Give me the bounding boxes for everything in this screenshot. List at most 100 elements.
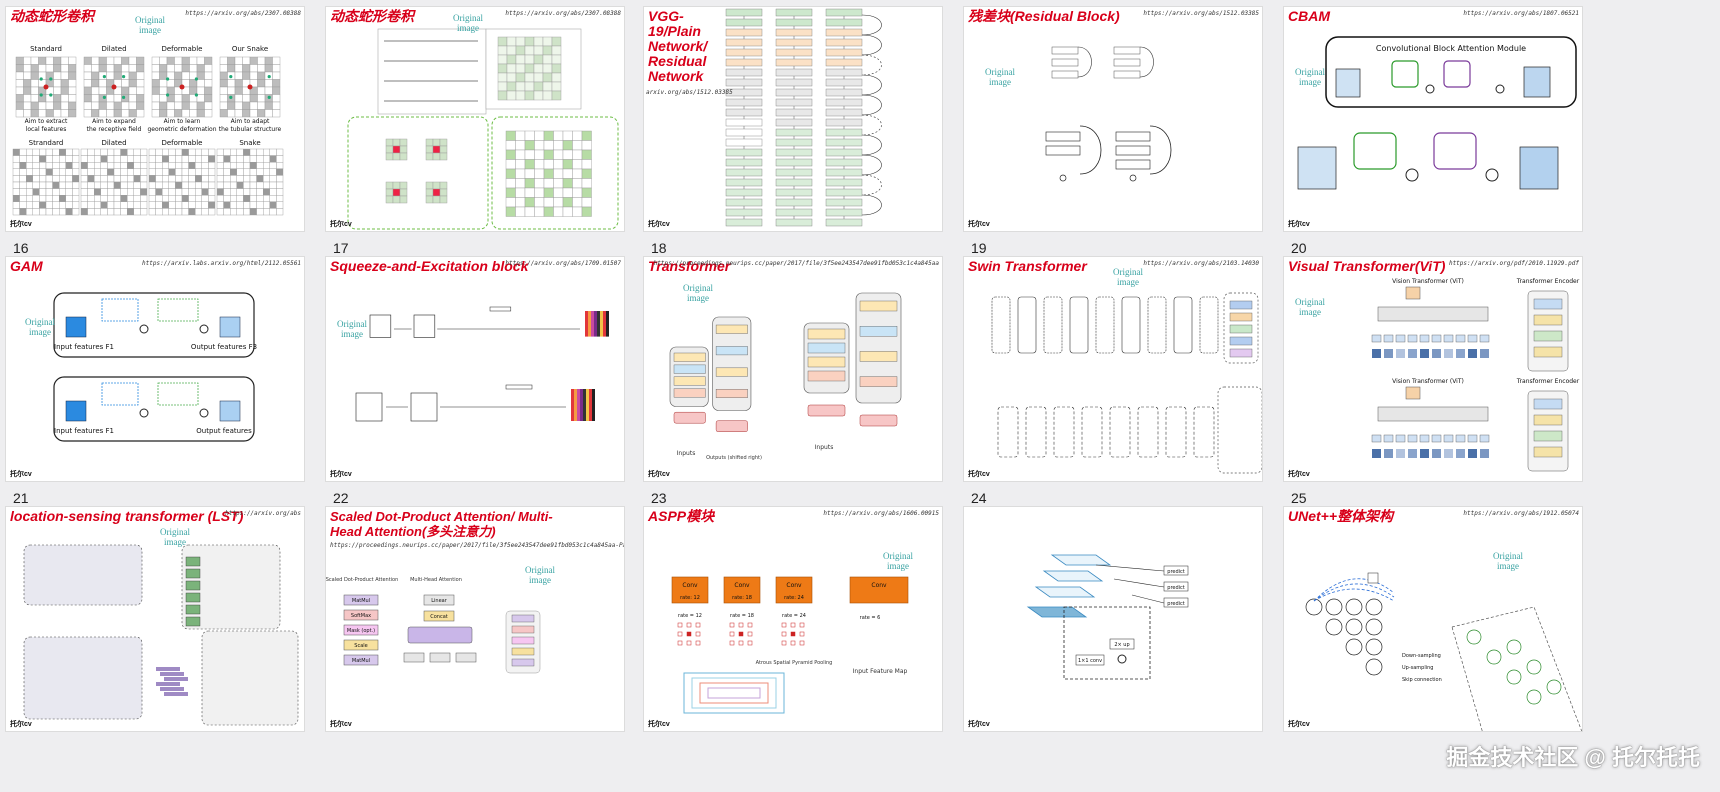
paper-link: https://arxiv.org/abs/1807.06521 (1463, 10, 1579, 17)
paper-link: https://arxiv.labs.arxiv.org/html/2112.0… (142, 260, 301, 267)
slide-title: Visual Transformer(ViT) (1288, 258, 1446, 274)
author-logo: 托尔cv (10, 471, 32, 478)
paper-link: https://arxiv.org/abs/1512.03385 (1143, 10, 1259, 17)
slide-thumbnail[interactable]: location-sensing transformer (LST)https:… (0, 500, 305, 768)
slide-number: 24 (971, 490, 987, 506)
paper-link: https://arxiv.org/abs/2103.14030 (1143, 260, 1259, 267)
diagram-label: the receptive field (87, 126, 142, 133)
diagram-label: the tubular structure (219, 126, 282, 133)
slide-title: ASPP模块 (648, 508, 715, 524)
paper-link: arxiv.org/abs/1512.03385 (646, 89, 733, 96)
diagram-label: Output features F3 (191, 343, 257, 351)
author-logo: 托尔cv (968, 221, 990, 228)
diagram-label: Down-sampling (1402, 653, 1441, 659)
diagram-label: Output features (196, 427, 252, 435)
diagram-label: Input Feature Map (853, 668, 908, 675)
diagram-label: Our Snake (232, 45, 268, 53)
original-image-label: Original image (160, 527, 190, 547)
author-logo: 托尔cv (10, 221, 32, 228)
slide-title: Transformer (648, 258, 731, 274)
original-image-label: Original image (1493, 551, 1523, 571)
slide-title: Swin Transformer (968, 258, 1087, 274)
slide-diagram (725, 8, 882, 227)
slide-title: Squeeze-and-Excitation block (330, 258, 529, 274)
slide-diagram (23, 544, 299, 726)
slide-thumbnail[interactable]: 残差块(Residual Block)https://arxiv.org/abs… (958, 0, 1263, 268)
paper-link: https://arxiv.org/abs (225, 510, 301, 517)
author-logo: 托尔cv (1288, 221, 1310, 228)
slide-thumbnail[interactable]: Vision Transformer (ViT) Transformer Enco… (1278, 250, 1583, 518)
diagram-label: Input features F1 (54, 427, 114, 435)
original-image-label: Original image (883, 551, 913, 571)
original-image-label: Original image (1113, 267, 1143, 287)
watermark: 掘金技术社区 @ 托尔托托 (1446, 745, 1700, 770)
diagram-label: Scaled Dot-Product Attention (326, 577, 398, 583)
author-logo: 托尔cv (1288, 471, 1310, 478)
slide-preview[interactable]: Convolutional Block Attention Module CBAM… (1283, 6, 1583, 232)
diagram-label: Up-sampling (1402, 665, 1433, 671)
diagram-label: Transformer Encoder (1516, 378, 1580, 385)
author-logo: 托尔cv (330, 471, 352, 478)
author-logo: 托尔cv (648, 471, 670, 478)
slide-title: CBAM (1288, 8, 1330, 24)
slide-preview[interactable]: Vision Transformer (ViT) Transformer Enco… (1283, 256, 1583, 482)
slide-diagram: Convolutional Block Attention Module (1297, 36, 1577, 190)
diagram-label: Scale (354, 643, 367, 649)
author-logo: 托尔cv (10, 721, 32, 728)
paper-link: https://proceedings.neurips.cc/paper/201… (653, 260, 939, 267)
diagram-label: predict (1167, 585, 1185, 591)
original-image-label: Original image (1295, 297, 1325, 317)
diagram-label: predict (1167, 569, 1185, 575)
diagram-label: Conv (871, 582, 887, 589)
slide-number: 17 (333, 240, 349, 256)
diagram-label: Vision Transformer (ViT) (1392, 278, 1464, 285)
diagram-label: Inputs (815, 444, 834, 451)
original-image-label: Original image (985, 67, 1015, 87)
slide-preview[interactable]: Swin Transformer https://arxiv.org/abs/21… (963, 256, 1263, 482)
paper-link: https://proceedings.neurips.cc/paper/201… (330, 542, 625, 549)
slide-preview[interactable]: location-sensing transformer (LST)https:… (5, 506, 305, 732)
slide-preview[interactable]: 残差块(Residual Block)https://arxiv.org/abs… (963, 6, 1263, 232)
slide-diagram (347, 28, 619, 230)
author-logo: 托尔cv (1288, 721, 1310, 728)
diagram-label: rate: 12 (680, 595, 700, 601)
diagram-label: Deformable (161, 139, 202, 147)
original-image-label: Original image (683, 283, 713, 303)
diagram-label: 1×1 conv (1078, 658, 1102, 664)
diagram-label: MatMul (352, 598, 370, 604)
slide-thumbnail[interactable]: Convolutional Block Attention Module CBAM… (1278, 0, 1583, 268)
diagram-label: Aim to adapt (231, 118, 270, 125)
slide-thumbnail[interactable]: Swin Transformer https://arxiv.org/abs/21… (958, 250, 1263, 518)
diagram-label: Skip connection (1402, 677, 1442, 683)
slide-diagram: Vision Transformer (ViT) Transformer Enco… (1371, 278, 1580, 472)
paper-link: https://arxiv.org/abs/2307.08388 (505, 10, 621, 17)
diagram-label: rate = 6 (860, 615, 881, 621)
diagram-label: Conv (682, 582, 698, 589)
